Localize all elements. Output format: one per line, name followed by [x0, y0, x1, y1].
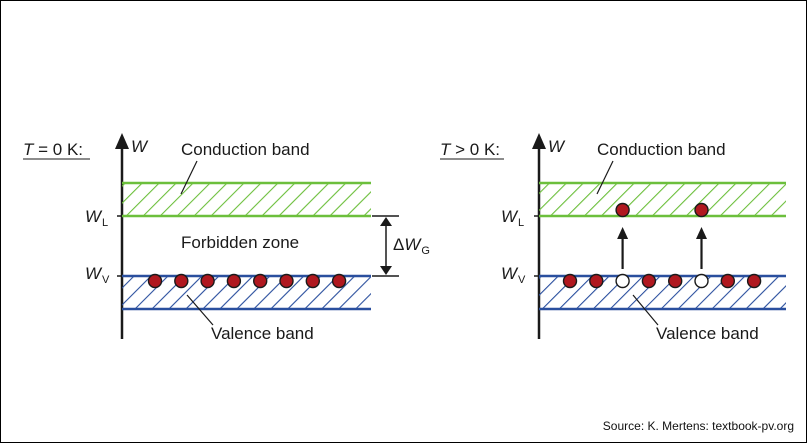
band-gap-marker: [372, 215, 399, 277]
right-axis-arrowhead: [532, 133, 546, 149]
right-temperature-label: T > 0 K:: [440, 140, 500, 159]
hole: [615, 273, 630, 289]
left-temperature-label: T = 0 K:: [23, 140, 83, 159]
right-wl-label: WL: [501, 207, 524, 229]
right-conduction-leader: [596, 160, 614, 195]
valence-electron: [589, 273, 604, 289]
valence-electron: [200, 273, 215, 289]
left-conduction-band: [122, 183, 371, 216]
right-particle-row: [562, 202, 762, 289]
left-wv-label: WV: [85, 264, 110, 286]
valence-electron: [720, 273, 735, 289]
valence-electron: [668, 273, 683, 289]
left-valence-leader: [186, 294, 214, 326]
right-valence-label: Valence band: [656, 324, 759, 343]
right-valence-leader: [632, 294, 659, 326]
band-gap-label: ΔWG: [393, 235, 430, 257]
valence-electron: [641, 273, 657, 289]
left-conduction-leader: [180, 160, 198, 195]
excitation-arrowhead: [696, 227, 707, 239]
left-valence-band: [122, 276, 371, 309]
right-conduction-band: [539, 183, 786, 216]
left-panel: T = 0 K: W Conduction band Valence band …: [23, 133, 430, 343]
left-valence-label: Valence band: [211, 324, 314, 343]
right-axis-label: W: [548, 137, 566, 156]
right-conduction-label: Conduction band: [597, 140, 726, 159]
left-conduction-label: Conduction band: [181, 140, 310, 159]
valence-electron: [226, 273, 242, 289]
excited-electron: [615, 202, 630, 218]
valence-electron: [562, 273, 578, 289]
valence-electron: [305, 273, 320, 289]
valence-electron: [331, 273, 347, 289]
valence-electron: [279, 273, 294, 289]
valence-electron: [253, 273, 268, 289]
left-axis-arrowhead: [115, 133, 129, 149]
hole: [694, 273, 709, 289]
valence-electron: [147, 273, 163, 289]
source-credit: Source: K. Mertens: textbook-pv.org: [602, 419, 794, 433]
right-wv-label: WV: [501, 264, 526, 286]
left-electron-row: [147, 273, 347, 289]
excitation-arrowhead: [617, 227, 629, 239]
left-axis-label: W: [131, 137, 149, 156]
valence-electron: [174, 273, 189, 289]
right-valence-band: [539, 276, 786, 309]
left-wl-label: WL: [85, 207, 108, 229]
right-panel: T > 0 K: W Conduction band Valence band …: [440, 133, 786, 343]
valence-electron: [746, 273, 762, 289]
forbidden-zone-label: Forbidden zone: [181, 233, 299, 252]
excited-electron: [694, 202, 709, 218]
